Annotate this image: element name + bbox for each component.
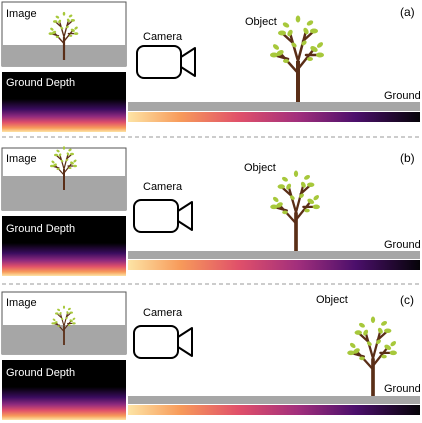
panel-tag: (b)	[400, 151, 415, 165]
image-box: Image	[1, 291, 127, 355]
ground-depth-box: Ground Depth	[2, 72, 126, 132]
ground-bar	[128, 251, 420, 259]
image-label: Image	[6, 297, 37, 309]
ground-label: Ground	[384, 383, 421, 395]
camera-label: Camera	[143, 31, 183, 43]
panel-tag: (c)	[400, 293, 414, 307]
panel-tag: (a)	[400, 5, 415, 19]
tree-object	[268, 14, 326, 105]
depth-gradient-bar	[128, 260, 420, 270]
image-label: Image	[6, 8, 37, 20]
camera-icon	[133, 199, 193, 233]
panel-c: Image Ground Depth Camera Object Ground …	[1, 291, 421, 420]
image-label: Image	[6, 153, 37, 165]
ground-bar	[128, 102, 420, 111]
camera-icon	[136, 45, 196, 79]
ground-bar	[128, 396, 420, 404]
camera-icon	[133, 325, 193, 359]
ground-label: Ground	[384, 239, 421, 251]
ground-depth-box: Ground Depth	[2, 216, 126, 276]
ground-label: Ground	[384, 90, 421, 102]
object-label: Object	[245, 16, 277, 28]
depth-gradient-bar	[128, 112, 420, 122]
camera-label: Camera	[143, 307, 183, 319]
camera-label: Camera	[143, 181, 183, 193]
ground-depth-box: Ground Depth	[2, 360, 126, 420]
depth-gradient-bar	[128, 405, 420, 415]
object-label: Object	[244, 162, 276, 174]
tree-object	[270, 171, 320, 252]
ground-depth-label: Ground Depth	[6, 223, 75, 235]
image-box: Image	[1, 145, 127, 211]
image-box: Image	[1, 1, 127, 67]
ground-depth-label: Ground Depth	[6, 367, 75, 379]
panel-a: Image Ground Depth Camera Object Ground …	[1, 1, 421, 132]
object-label: Object	[316, 294, 348, 306]
panel-b: Image Ground Depth Camera Object Ground …	[1, 145, 421, 276]
ground-depth-label: Ground Depth	[6, 77, 75, 89]
